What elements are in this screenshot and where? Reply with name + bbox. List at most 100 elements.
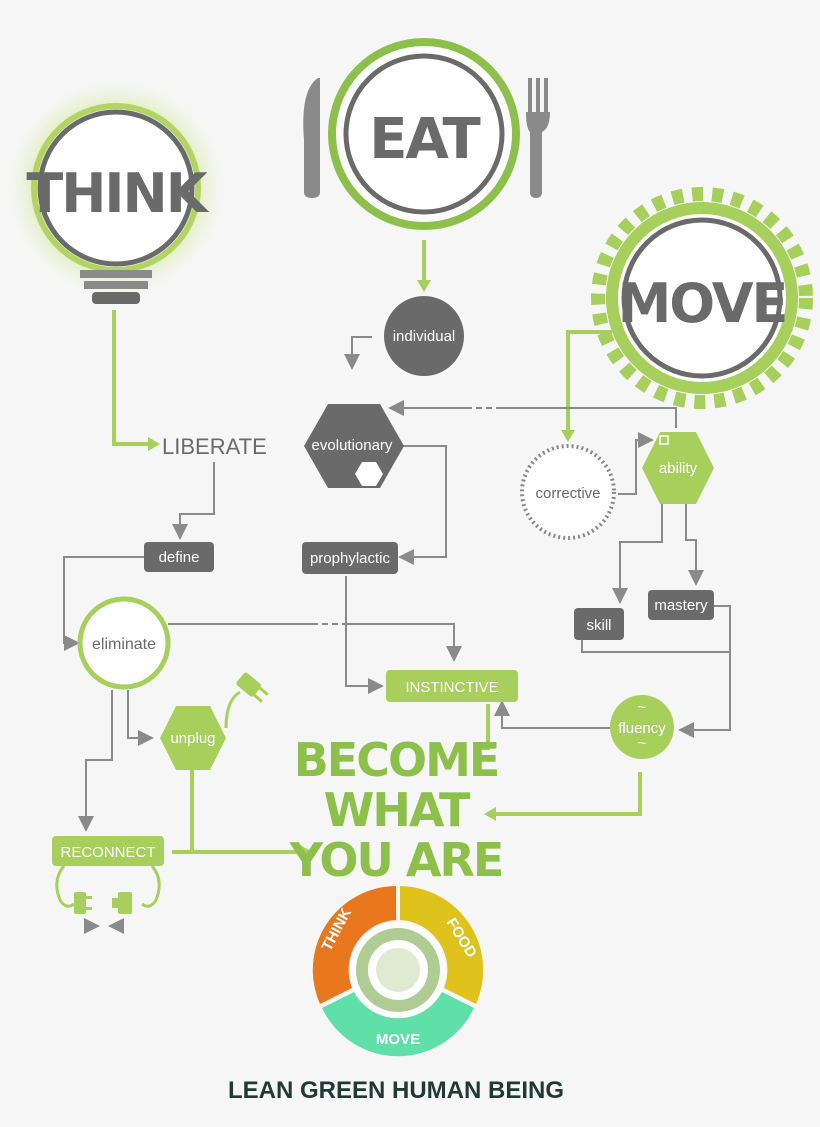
eliminate-label: eliminate (92, 636, 156, 653)
gear-inner-ring (621, 217, 783, 379)
fluency-label: fluency (618, 720, 666, 737)
headline-line-2: WHAT (324, 783, 471, 837)
prophylactic-to-instinctive (345, 576, 384, 694)
headline: BECOME WHAT YOU ARE (289, 733, 505, 887)
node-reconnect: RECONNECT (52, 836, 164, 934)
ability-to-mastery (685, 504, 704, 586)
eat-plate: EAT (303, 38, 550, 230)
evolutionary-to-prophylactic (398, 445, 447, 565)
instinctive-box (386, 670, 518, 702)
node-prophylactic: prophylactic (302, 542, 398, 574)
connectors (63, 240, 731, 859)
eliminate-to-reconnect (78, 690, 113, 832)
headline-line-1: BECOME (294, 733, 499, 787)
ability-label: ability (659, 460, 698, 477)
node-skill: skill (574, 608, 624, 640)
ability-to-skill (612, 504, 663, 604)
arrow-head (148, 437, 160, 451)
headline-line-3: YOU ARE (289, 833, 503, 887)
mastery-label: mastery (654, 597, 708, 614)
bulb-base-2 (84, 281, 148, 289)
eat-label: EAT (369, 107, 480, 172)
node-unplug: unplug (160, 672, 269, 770)
eliminate-to-instinctive (168, 623, 462, 662)
logo-segment-move (322, 992, 474, 1057)
gear-teeth (591, 187, 813, 409)
eliminate-to-unplug (127, 690, 154, 746)
move-label: MOVE (618, 272, 787, 335)
logo-segment-think (312, 886, 396, 1004)
move-gear: MOVE (591, 187, 813, 409)
unplug-label: unplug (170, 730, 215, 747)
instinctive-to-become (476, 704, 490, 750)
think-label: THINK (26, 162, 209, 225)
think-to-liberate (112, 310, 150, 446)
instinctive-label: INSTINCTIVE (405, 679, 498, 696)
bulb-base-3 (92, 292, 140, 304)
unplug-hexagon (160, 706, 226, 770)
skill-label: skill (587, 617, 612, 634)
cable-left (55, 865, 75, 908)
plate-inner (343, 53, 505, 215)
node-ability: ability (642, 432, 714, 504)
liberate-to-define (172, 462, 215, 540)
fluency-to-instinctive (494, 700, 612, 729)
node-corrective: corrective (520, 444, 616, 540)
logo-brush-circle (356, 928, 440, 1012)
bulb-inner-ring (37, 109, 195, 267)
arrow-head (417, 280, 431, 292)
arrow-head (561, 430, 575, 442)
reconnect-box (52, 836, 164, 866)
tilde-icon: ~ (638, 699, 647, 716)
socket-icon (74, 892, 132, 914)
bulb-base-1 (80, 270, 152, 278)
node-eliminate: eliminate (77, 596, 171, 690)
ability-to-evolutionary (388, 400, 677, 428)
node-mastery: mastery (648, 590, 714, 620)
cable-right (141, 865, 161, 908)
node-fluency: fluency ~ ~ (610, 695, 674, 759)
logo-ring: THINK FOOD MOVE (312, 886, 484, 1057)
ability-icon (659, 435, 669, 445)
move-to-corrective (566, 330, 612, 432)
wordmark: LEAN GREEN HUMAN BEING (228, 1077, 564, 1104)
corrective-label: corrective (535, 485, 600, 502)
tilde-icon: ~ (638, 735, 647, 752)
skill-line (581, 638, 730, 653)
liberate-label: LIBERATE (162, 434, 267, 459)
skill-box (574, 608, 624, 640)
corrective-to-ability (618, 432, 654, 495)
plug-cord (224, 690, 241, 729)
arrow-head (300, 845, 312, 859)
reconnect-label: RECONNECT (60, 844, 155, 861)
individual-circle (384, 296, 464, 376)
individual-label: individual (393, 328, 456, 345)
node-evolutionary: evolutionary (304, 404, 404, 488)
prophylactic-label: prophylactic (310, 550, 391, 567)
individual-to-evolutionary (344, 336, 372, 370)
think-bulb: THINK (8, 80, 224, 304)
node-individual: individual (384, 296, 464, 376)
mastery-box (648, 590, 714, 620)
fluency-circle (610, 695, 674, 759)
define-box (144, 542, 214, 572)
plug-icon (236, 672, 269, 703)
ability-hexagon (642, 432, 714, 504)
prophylactic-box (302, 542, 398, 574)
eliminate-circle (77, 596, 171, 690)
define-label: define (159, 549, 200, 566)
unplug-to-become (190, 768, 300, 854)
mastery-to-fluency (678, 605, 731, 738)
fluency-to-become (494, 772, 642, 816)
node-instinctive: INSTINCTIVE (386, 670, 518, 702)
logo-move-label: MOVE (376, 1031, 420, 1048)
logo-segment-food (400, 886, 484, 1004)
fork-icon (526, 78, 550, 198)
arrow-head (484, 807, 496, 821)
knife-icon (303, 78, 320, 198)
evolutionary-hexagon (304, 404, 404, 488)
evolutionary-label: evolutionary (312, 437, 393, 454)
define-to-eliminate (63, 556, 144, 651)
corrective-circle (520, 444, 616, 540)
